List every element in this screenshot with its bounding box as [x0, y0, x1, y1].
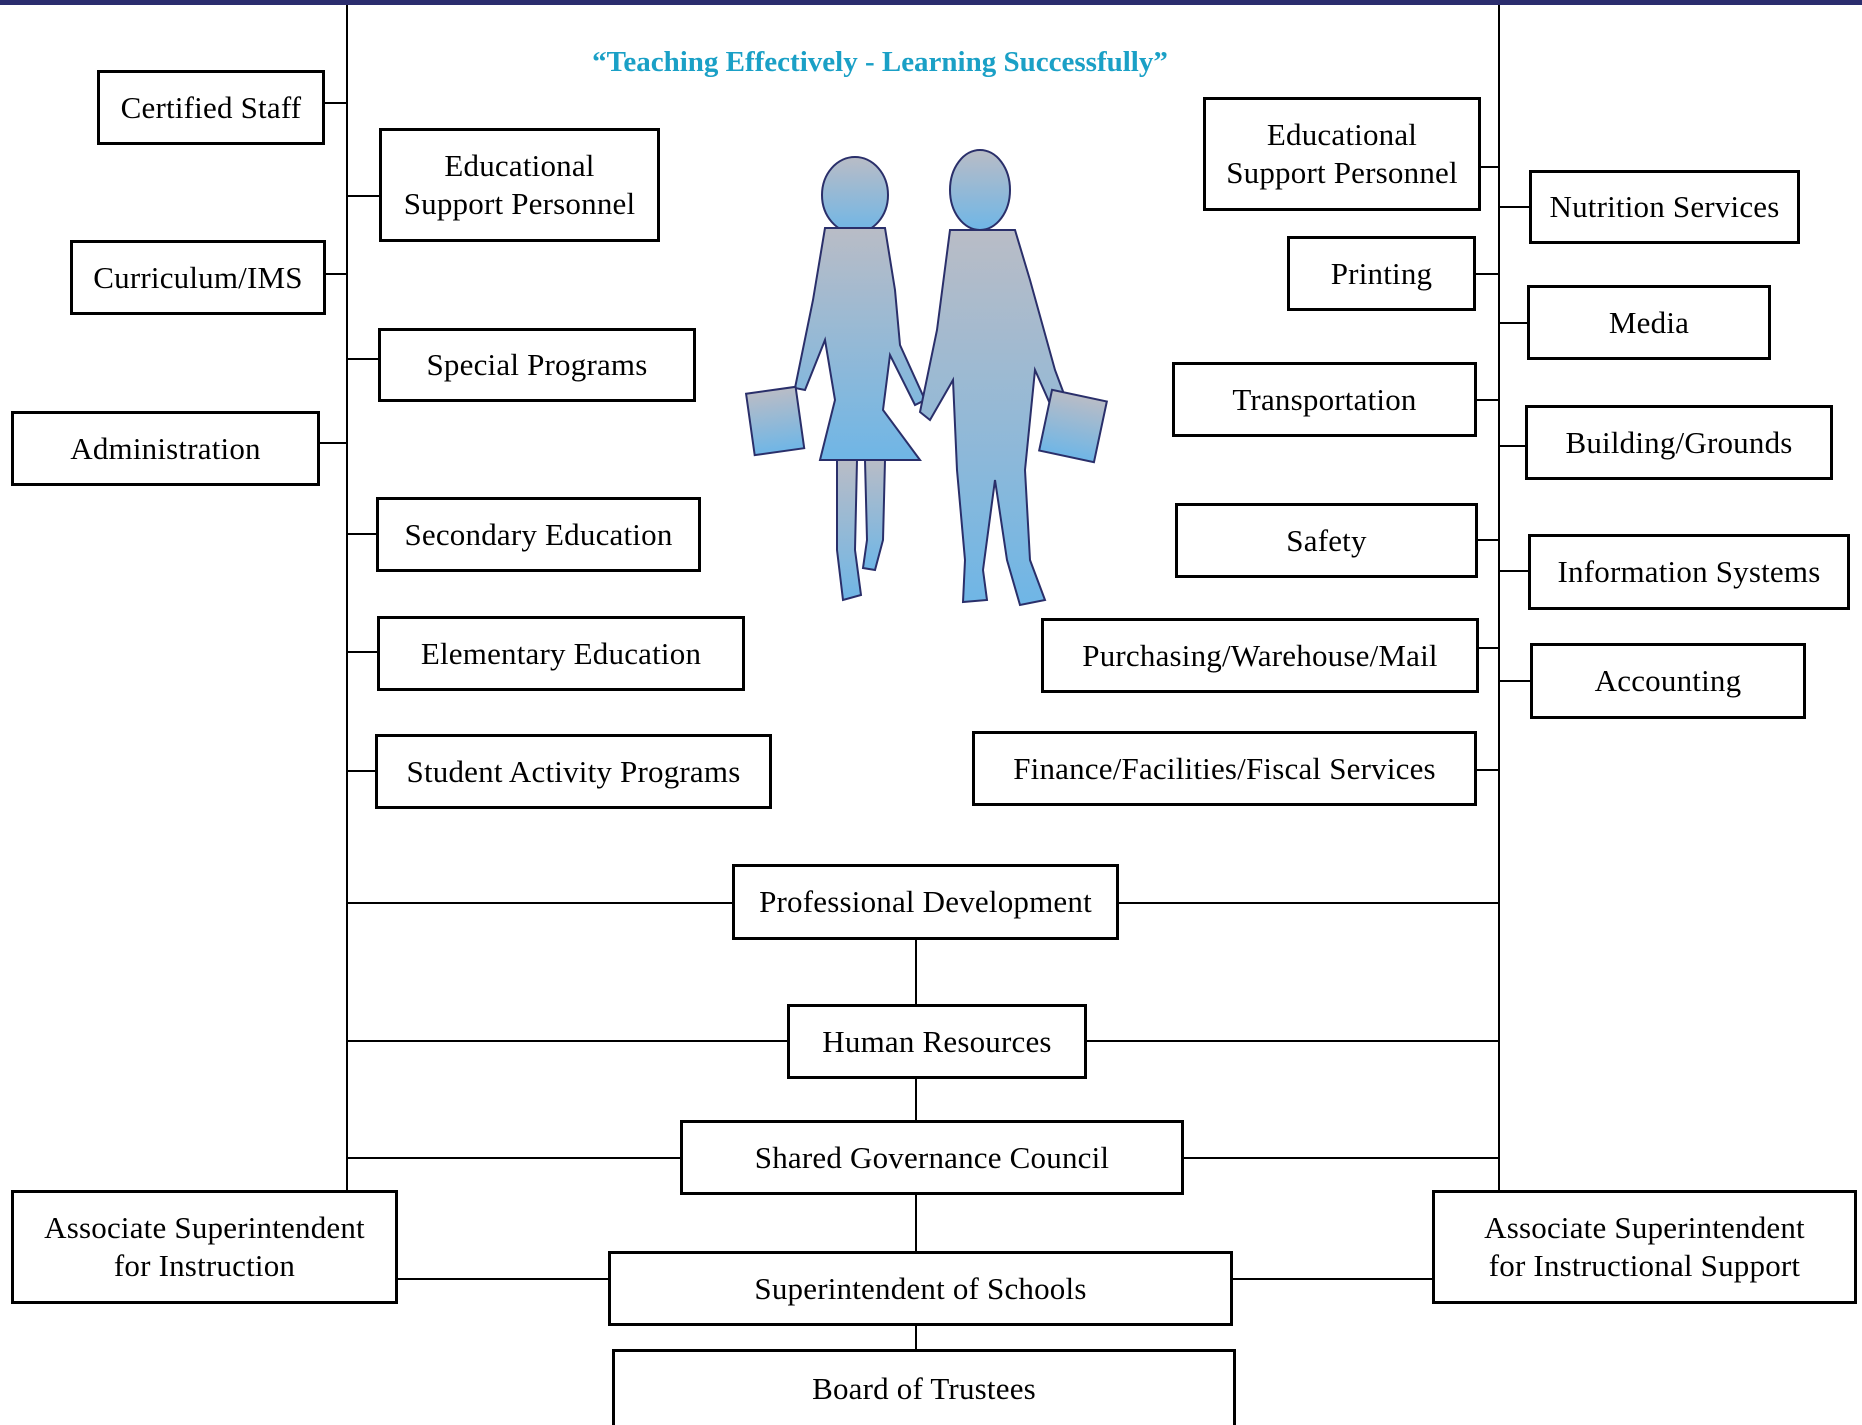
- right-trunk-line: [1498, 5, 1500, 1191]
- left-trunk-line: [346, 5, 348, 1191]
- purchasing-warehouse-mail-label: Purchasing/Warehouse/Mail: [1082, 637, 1438, 673]
- connector: [1085, 1040, 1500, 1042]
- special-programs-box: Special Programs: [378, 328, 696, 402]
- printing-box: Printing: [1287, 236, 1476, 311]
- associate-superintendent-instructional-support-box: Associate Superintendent for Instruction…: [1432, 1190, 1857, 1304]
- superintendent-of-schools-label: Superintendent of Schools: [754, 1270, 1087, 1306]
- connector: [324, 273, 348, 275]
- curriculum-ims-label: Curriculum/IMS: [93, 259, 303, 295]
- connector: [1498, 445, 1526, 447]
- connector: [1478, 647, 1500, 649]
- associate-superintendent-instructional-support-label: Associate Superintendent for Instruction…: [1484, 1210, 1805, 1283]
- elementary-education-label: Elementary Education: [420, 635, 702, 671]
- shared-governance-council-label: Shared Governance Council: [754, 1139, 1110, 1175]
- connector: [346, 1157, 682, 1159]
- elementary-education-box: Elementary Education: [377, 616, 745, 691]
- connector: [346, 533, 378, 535]
- connector: [1474, 769, 1500, 771]
- educational-support-personnel-left-label: Educational Support Personnel: [403, 148, 636, 221]
- connector: [915, 1322, 917, 1350]
- special-programs-label: Special Programs: [426, 347, 648, 383]
- shared-governance-council-box: Shared Governance Council: [680, 1120, 1184, 1195]
- connector: [1231, 1278, 1434, 1280]
- printing-label: Printing: [1330, 255, 1433, 291]
- professional-development-box: Professional Development: [732, 864, 1119, 940]
- information-systems-label: Information Systems: [1557, 554, 1821, 590]
- student-activity-programs-box: Student Activity Programs: [375, 734, 772, 809]
- board-of-trustees-label: Board of Trustees: [812, 1370, 1036, 1406]
- nutrition-services-label: Nutrition Services: [1549, 189, 1780, 225]
- connector: [346, 358, 380, 360]
- safety-label: Safety: [1286, 522, 1367, 558]
- nutrition-services-box: Nutrition Services: [1529, 170, 1800, 244]
- building-grounds-box: Building/Grounds: [1525, 405, 1833, 480]
- secondary-education-label: Secondary Education: [404, 516, 673, 552]
- connector: [346, 195, 380, 197]
- curriculum-ims-box: Curriculum/IMS: [70, 240, 326, 315]
- human-resources-box: Human Resources: [787, 1004, 1087, 1079]
- information-systems-box: Information Systems: [1528, 534, 1850, 610]
- connector: [1117, 902, 1500, 904]
- associate-superintendent-instruction-box: Associate Superintendent for Instruction: [11, 1190, 398, 1304]
- professional-development-label: Professional Development: [759, 884, 1092, 920]
- accounting-box: Accounting: [1530, 643, 1806, 719]
- connector: [1498, 322, 1528, 324]
- transportation-label: Transportation: [1232, 381, 1417, 417]
- connector: [346, 651, 378, 653]
- certified-staff-label: Certified Staff: [120, 89, 302, 125]
- certified-staff-box: Certified Staff: [97, 70, 325, 145]
- connector: [1475, 399, 1500, 401]
- secondary-education-box: Secondary Education: [376, 497, 701, 572]
- media-label: Media: [1608, 304, 1690, 340]
- connector: [915, 938, 917, 1006]
- connector: [346, 1040, 789, 1042]
- educational-support-personnel-left-box: Educational Support Personnel: [379, 128, 660, 242]
- connector: [915, 1193, 917, 1253]
- media-box: Media: [1527, 285, 1771, 360]
- finance-facilities-fiscal-services-label: Finance/Facilities/Fiscal Services: [1013, 750, 1436, 786]
- connector: [1498, 206, 1530, 208]
- administration-label: Administration: [70, 430, 261, 466]
- motto-title: “Teaching Effectively - Learning Success…: [592, 46, 1168, 78]
- connector: [396, 1278, 610, 1280]
- finance-facilities-fiscal-services-box: Finance/Facilities/Fiscal Services: [972, 731, 1477, 806]
- administration-box: Administration: [11, 411, 320, 486]
- transportation-box: Transportation: [1172, 362, 1477, 437]
- connector: [1498, 680, 1530, 682]
- connector: [915, 1076, 917, 1122]
- student-activity-programs-label: Student Activity Programs: [406, 753, 741, 789]
- human-resources-label: Human Resources: [822, 1023, 1052, 1059]
- connector: [1182, 1157, 1500, 1159]
- educational-support-personnel-right-label: Educational Support Personnel: [1226, 117, 1458, 190]
- safety-box: Safety: [1175, 503, 1478, 578]
- connector: [324, 102, 348, 104]
- children-walking-icon: [744, 149, 1109, 607]
- associate-superintendent-instruction-label: Associate Superintendent for Instruction: [44, 1210, 365, 1283]
- connector: [1474, 273, 1500, 275]
- building-grounds-label: Building/Grounds: [1565, 424, 1793, 460]
- connector: [346, 770, 376, 772]
- accounting-label: Accounting: [1594, 663, 1742, 699]
- board-of-trustees-box: Board of Trustees: [612, 1349, 1236, 1425]
- connector: [1479, 166, 1500, 168]
- connector: [1476, 539, 1500, 541]
- connector: [318, 442, 348, 444]
- purchasing-warehouse-mail-box: Purchasing/Warehouse/Mail: [1041, 618, 1479, 693]
- top-rule: [0, 0, 1862, 5]
- connector: [346, 902, 734, 904]
- superintendent-of-schools-box: Superintendent of Schools: [608, 1251, 1233, 1326]
- connector: [1498, 570, 1528, 572]
- educational-support-personnel-right-box: Educational Support Personnel: [1203, 97, 1481, 211]
